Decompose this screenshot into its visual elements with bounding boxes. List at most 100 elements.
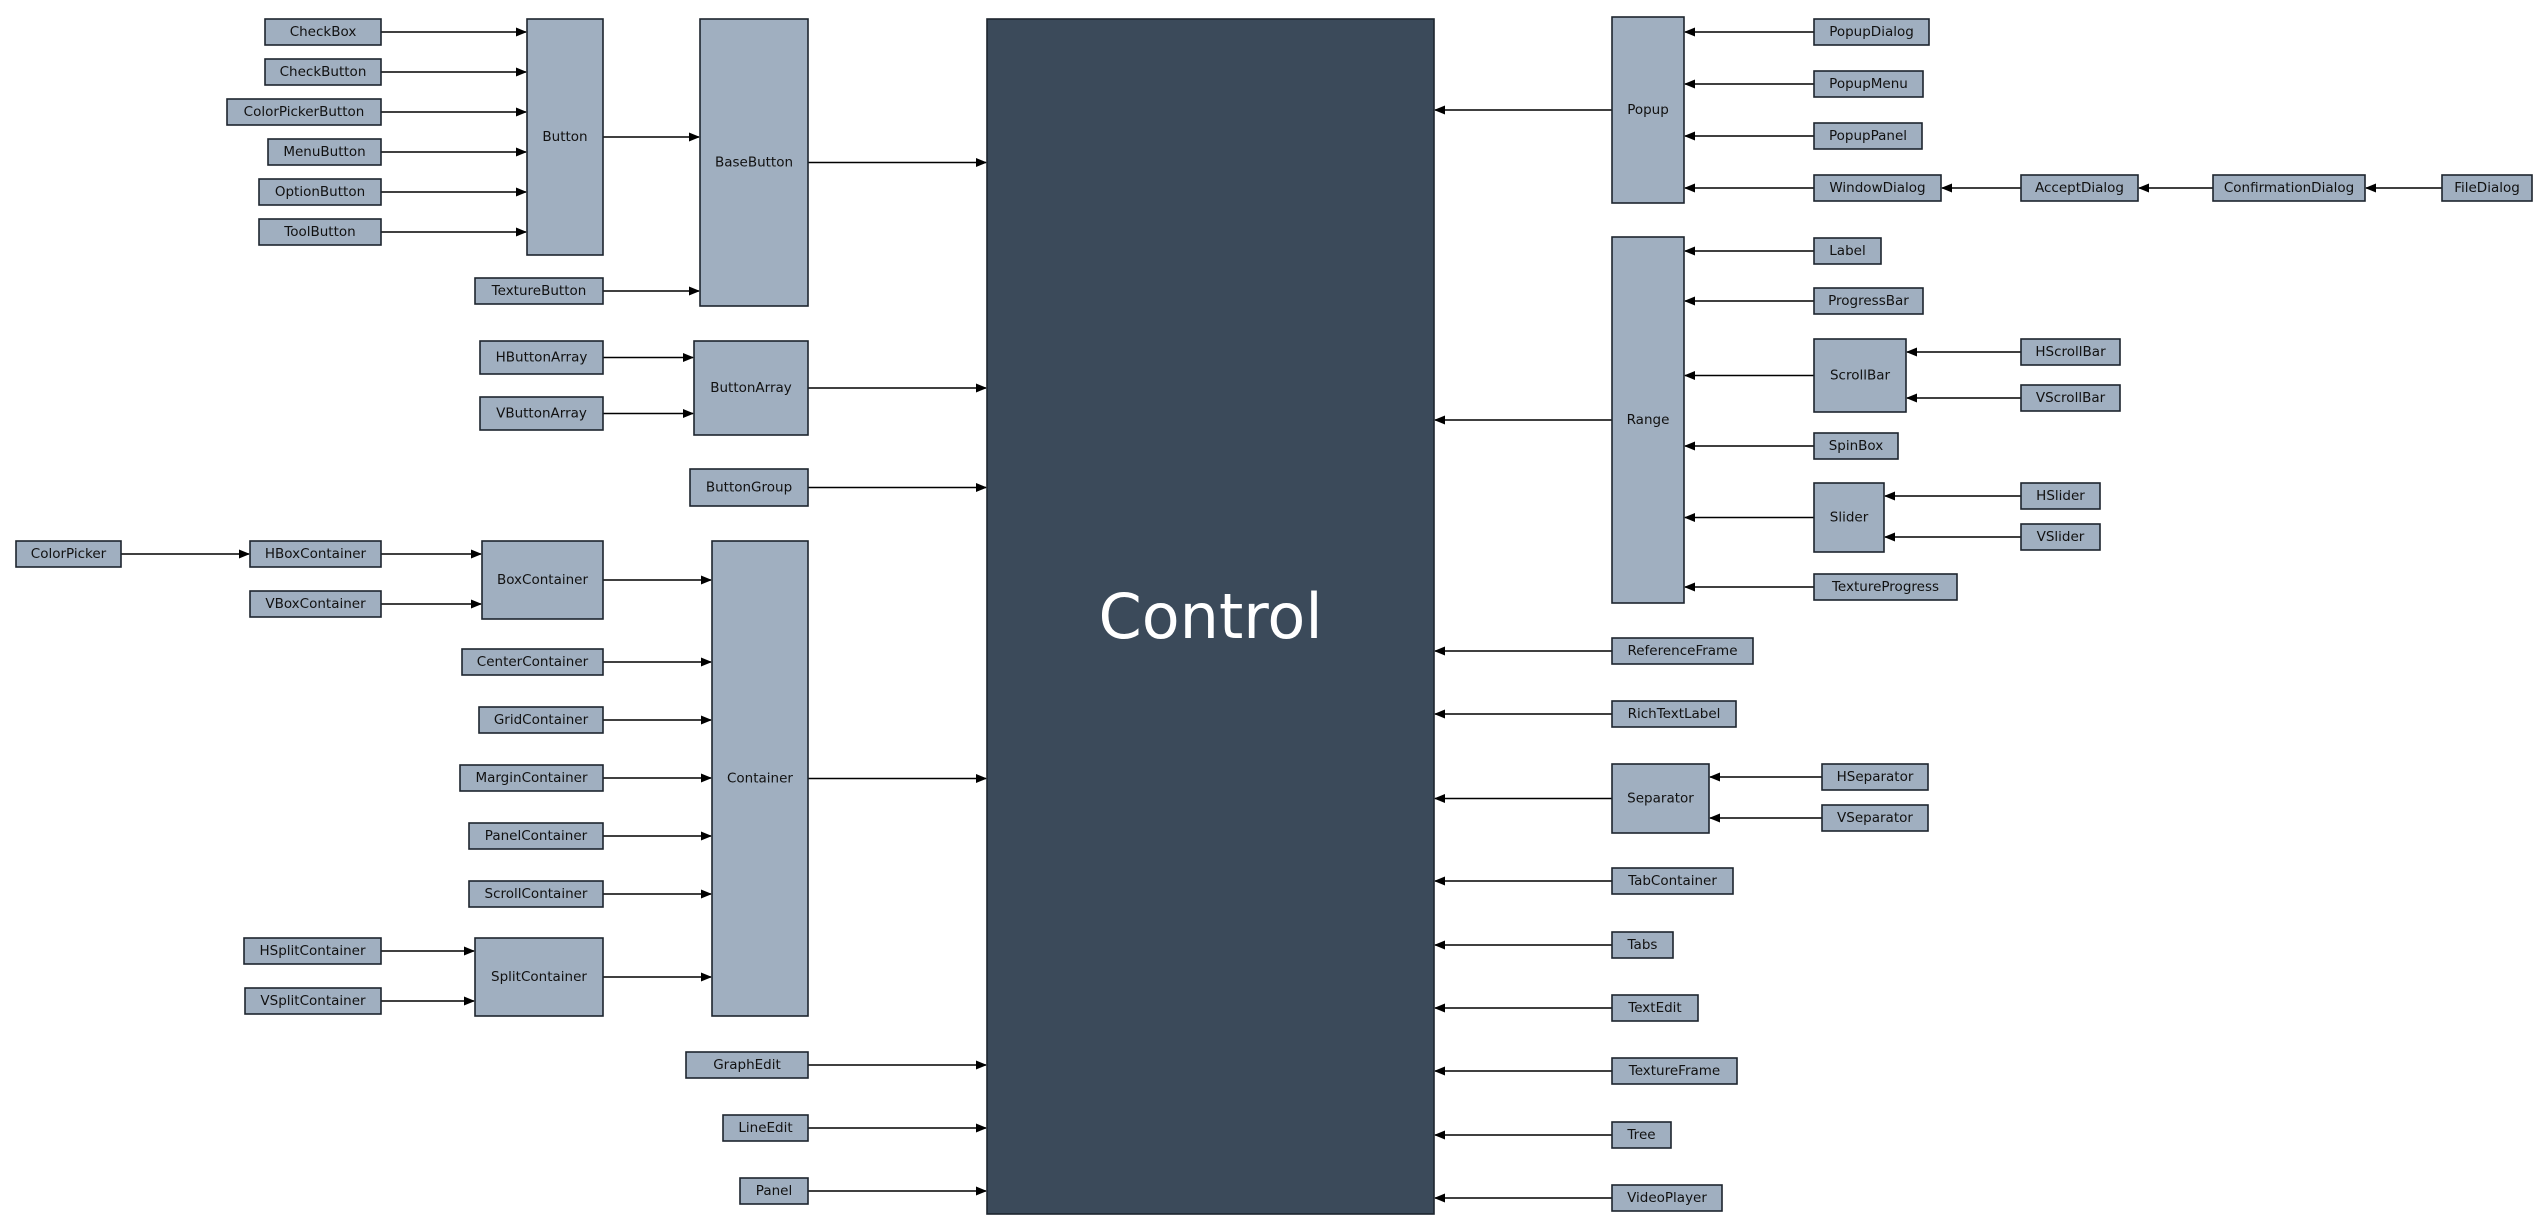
node-label-spinbox: SpinBox [1829, 438, 1884, 454]
node-separator: Separator [1611, 763, 1710, 834]
node-box-tabs [1611, 931, 1674, 959]
node-box-button [526, 18, 604, 256]
node-control: Control [986, 18, 1435, 1215]
node-box-checkbox [264, 18, 382, 46]
node-label-textureprogress: TextureProgress [1831, 579, 1939, 595]
node-box-scrollbar [1813, 338, 1907, 413]
node-box-centercontainer [461, 648, 604, 676]
node-box-lineedit [722, 1114, 809, 1142]
node-box-vseparator [1821, 804, 1929, 832]
node-label-hscrollbar: HScrollBar [2035, 344, 2106, 360]
node-label-splitcontainer: SplitContainer [491, 969, 587, 985]
node-colorpicker: ColorPicker [15, 540, 122, 568]
node-label-buttongroup: ButtonGroup [706, 480, 792, 496]
node-box-checkbutton [264, 58, 382, 86]
node-spinbox: SpinBox [1813, 432, 1899, 460]
node-label-popup: Popup [1627, 102, 1669, 118]
node-box-separator [1611, 763, 1710, 834]
node-label-popupmenu: PopupMenu [1829, 76, 1908, 92]
node-slider: Slider [1813, 482, 1885, 553]
node-box-tree [1611, 1121, 1672, 1149]
node-label-texturebutton: TextureButton [491, 283, 587, 299]
node-label-windowdialog: WindowDialog [1829, 180, 1925, 196]
node-videoplayer: VideoPlayer [1611, 1184, 1723, 1212]
node-box-buttongroup [689, 468, 809, 507]
node-checkbutton: CheckButton [264, 58, 382, 86]
node-label-scrollcontainer: ScrollContainer [485, 886, 588, 902]
node-label-toolbutton: ToolButton [283, 224, 355, 240]
node-hbuttonarray: HButtonArray [479, 340, 604, 375]
node-box-vsplitcontainer [244, 987, 382, 1015]
node-windowdialog: WindowDialog [1813, 174, 1942, 202]
node-box-hscrollbar [2020, 338, 2121, 366]
node-label-control: Control [1098, 580, 1322, 653]
node-label-scrollbar: ScrollBar [1830, 368, 1891, 384]
node-label-vsplitcontainer: VSplitContainer [260, 993, 366, 1009]
node-label-hsplitcontainer: HSplitContainer [259, 943, 366, 959]
node-confirmationdialog: ConfirmationDialog [2212, 174, 2366, 202]
node-label-container: Container [727, 771, 793, 787]
node-box-hboxcontainer [249, 540, 382, 568]
node-hboxcontainer: HBoxContainer [249, 540, 382, 568]
node-popupdialog: PopupDialog [1813, 18, 1930, 46]
node-referenceframe: ReferenceFrame [1611, 637, 1754, 665]
node-vsplitcontainer: VSplitContainer [244, 987, 382, 1015]
node-box-hslider [2020, 482, 2101, 510]
node-label-tabs: Tabs [1627, 937, 1658, 953]
node-label-margincontainer: MarginContainer [475, 770, 588, 786]
node-vslider: VSlider [2020, 523, 2101, 551]
node-scrollbar: ScrollBar [1813, 338, 1907, 413]
node-label-gridcontainer: GridContainer [494, 712, 589, 728]
node-box-windowdialog [1813, 174, 1942, 202]
node-label-label: Label [1829, 243, 1865, 259]
node-box-hseparator [1821, 763, 1929, 791]
node-hseparator: HSeparator [1821, 763, 1929, 791]
node-box-textureframe [1611, 1057, 1738, 1085]
node-label-vscrollbar: VScrollBar [2036, 390, 2106, 406]
node-box-scrollcontainer [468, 880, 604, 908]
node-label-buttonarray: ButtonArray [710, 380, 792, 396]
node-label-popupdialog: PopupDialog [1829, 24, 1914, 40]
node-label-graphedit: GraphEdit [713, 1057, 781, 1073]
node-box-toolbutton [258, 218, 382, 246]
node-box-slider [1813, 482, 1885, 553]
node-vboxcontainer: VBoxContainer [249, 590, 382, 618]
node-label-hbuttonarray: HButtonArray [496, 350, 588, 366]
node-label-referenceframe: ReferenceFrame [1627, 643, 1737, 659]
node-box-panel [739, 1177, 809, 1205]
node-vbuttonarray: VButtonArray [479, 396, 604, 431]
node-filedialog: FileDialog [2441, 174, 2533, 202]
node-box-control [986, 18, 1435, 1215]
node-checkbox: CheckBox [264, 18, 382, 46]
node-label-panelcontainer: PanelContainer [485, 828, 588, 844]
node-tabs: Tabs [1611, 931, 1674, 959]
node-range: Range [1611, 236, 1685, 604]
node-panelcontainer: PanelContainer [468, 822, 604, 850]
node-box-popup [1611, 16, 1685, 204]
node-box-textureprogress [1813, 573, 1958, 601]
node-label-menubutton: MenuButton [283, 144, 365, 160]
node-hsplitcontainer: HSplitContainer [243, 937, 382, 965]
node-acceptdialog: AcceptDialog [2020, 174, 2139, 202]
node-vseparator: VSeparator [1821, 804, 1929, 832]
node-label-checkbox: CheckBox [290, 24, 357, 40]
node-box-progressbar [1813, 287, 1924, 315]
node-box-popuppanel [1813, 122, 1923, 150]
node-label-tabcontainer: TabContainer [1627, 873, 1717, 889]
node-label-separator: Separator [1627, 791, 1694, 807]
node-scrollcontainer: ScrollContainer [468, 880, 604, 908]
node-label-hseparator: HSeparator [1837, 769, 1914, 785]
node-popup: Popup [1611, 16, 1685, 204]
node-label-richtextlabel: RichTextLabel [1628, 706, 1721, 722]
node-label-checkbutton: CheckButton [280, 64, 367, 80]
node-box-optionbutton [258, 178, 382, 206]
node-boxcontainer: BoxContainer [481, 540, 604, 620]
node-box-hsplitcontainer [243, 937, 382, 965]
node-box-tabcontainer [1611, 867, 1734, 895]
node-label-confirmationdialog: ConfirmationDialog [2224, 180, 2354, 196]
node-label-panel: Panel [756, 1183, 792, 1199]
node-margincontainer: MarginContainer [459, 764, 604, 792]
node-box-vbuttonarray [479, 396, 604, 431]
node-box-hbuttonarray [479, 340, 604, 375]
node-box-richtextlabel [1611, 700, 1737, 728]
